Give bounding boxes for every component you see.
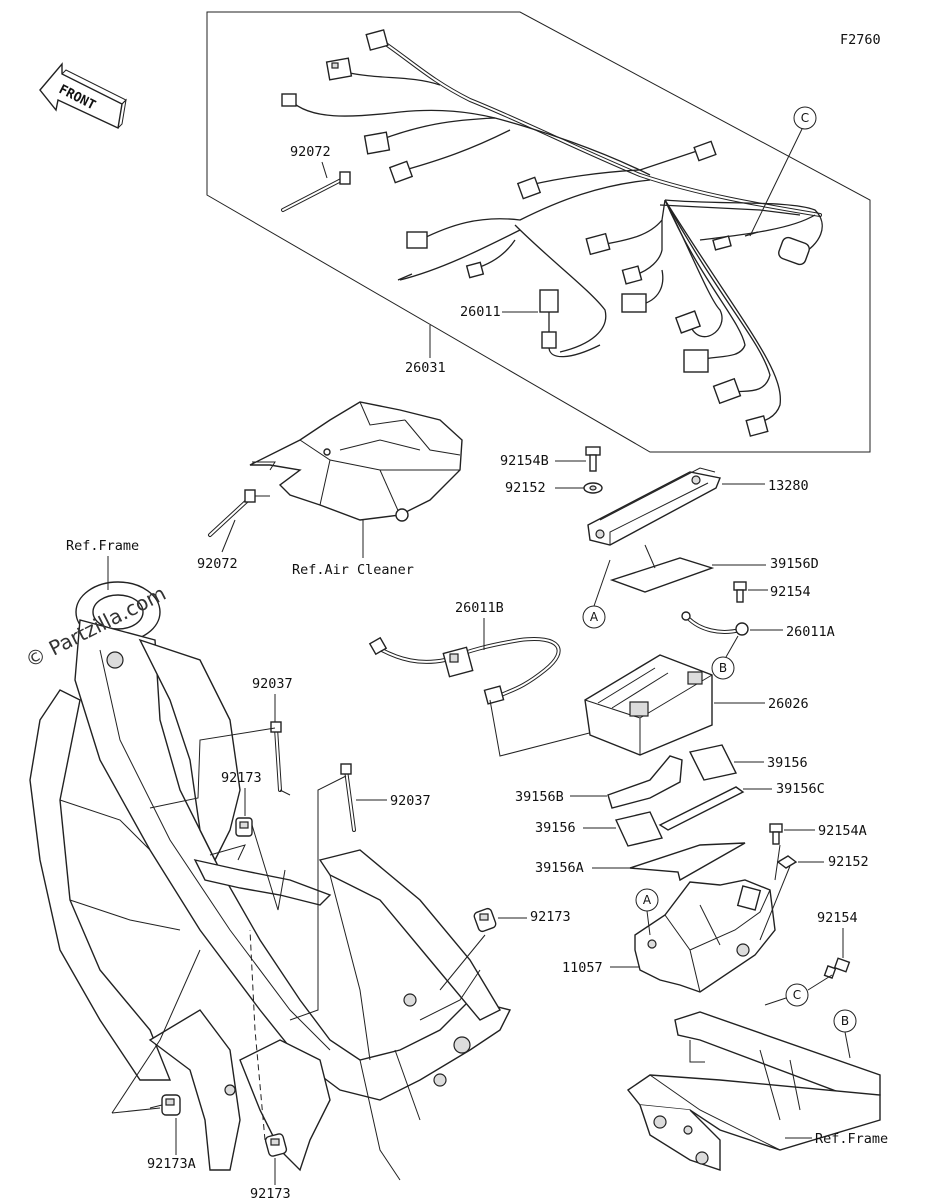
pad-39156C <box>658 786 745 831</box>
clamp-92173-bottom <box>264 1133 288 1157</box>
label-92037-mid: 92037 <box>390 793 431 809</box>
battery-26026 <box>584 654 713 756</box>
label-26031: 26031 <box>405 360 446 376</box>
label-39156B: 39156B <box>515 789 564 805</box>
label-39156-right: 39156 <box>767 755 808 771</box>
figure-code: F2760 <box>840 32 881 48</box>
bolt-92154B <box>585 446 601 472</box>
label-13280: 13280 <box>768 478 809 494</box>
pad-39156B <box>607 755 683 809</box>
label-39156-left: 39156 <box>535 820 576 836</box>
callout-a-bottom-text: A <box>643 893 652 907</box>
callout-c-top-text: C <box>801 111 809 125</box>
label-92072-top: 92072 <box>290 144 331 160</box>
main-frame-reference <box>29 581 512 1181</box>
label-26011A: 26011A <box>786 624 835 640</box>
label-92173-left: 92173 <box>221 770 262 786</box>
harness-labels: 92072 26011 26031 <box>290 144 538 376</box>
label-26026: 26026 <box>768 696 809 712</box>
callout-b-top-text: B <box>719 661 727 675</box>
label-92152-bottom: 92152 <box>828 854 869 870</box>
label-11057: 11057 <box>562 960 603 976</box>
label-39156C: 39156C <box>776 781 825 797</box>
band-92037-mid <box>340 763 356 832</box>
callout-b-top: B <box>711 635 739 680</box>
harness-group-outline <box>206 11 871 453</box>
main-wiring-harness <box>289 38 823 426</box>
bolt-92154A <box>769 823 783 845</box>
front-arrow-icon: FRONT <box>39 62 127 130</box>
bolt-92154-bottom <box>823 957 851 979</box>
label-39156A: 39156A <box>535 860 584 876</box>
label-92072-mid: 92072 <box>197 556 238 572</box>
battery-case-13280 <box>587 467 721 546</box>
label-92173A: 92173A <box>147 1156 196 1172</box>
callout-c-bottom: C <box>764 974 833 1007</box>
band-92037-top <box>270 721 291 796</box>
label-92173-bottom: 92173 <box>250 1186 291 1200</box>
rear-frame-reference <box>626 1011 881 1171</box>
pad-39156-left <box>615 811 663 847</box>
clamp-92173-left <box>235 817 253 837</box>
lead-26011B <box>368 636 561 705</box>
band-92072-mid <box>208 489 270 537</box>
air-cleaner-reference <box>249 401 463 522</box>
label-92154-top: 92154 <box>770 584 811 600</box>
washer-92152-bottom <box>776 855 798 869</box>
ref-frame-bottom: Ref.Frame <box>815 1131 888 1147</box>
ref-air-cleaner: Ref.Air Cleaner <box>292 562 414 578</box>
clamp-92173A <box>149 1094 181 1116</box>
callout-b-bottom: B <box>833 1009 857 1059</box>
label-92037-top: 92037 <box>252 676 293 692</box>
callout-c-top: C <box>749 106 817 237</box>
pad-39156-right <box>688 744 738 781</box>
label-92154B: 92154B <box>500 453 549 469</box>
bolt-92154-top <box>733 581 747 603</box>
label-92173-mid: 92173 <box>530 909 571 925</box>
label-92154A: 92154A <box>818 823 867 839</box>
label-26011: 26011 <box>460 304 501 320</box>
label-92154-bottom: 92154 <box>817 910 858 926</box>
label-26011B: 26011B <box>455 600 504 616</box>
lead-26011A <box>681 611 749 636</box>
callout-a-top-text: A <box>590 610 599 624</box>
callout-c-bottom-text: C <box>793 988 801 1002</box>
pad-39156A <box>629 842 746 882</box>
pad-39156D <box>609 557 715 593</box>
bracket-11057 <box>634 879 776 993</box>
harness-connectors <box>281 29 810 437</box>
label-39156D: 39156D <box>770 556 819 572</box>
ref-frame-top: Ref.Frame <box>66 538 139 554</box>
callout-a-top: A <box>582 559 611 629</box>
washer-92152-top <box>583 482 603 494</box>
relay-26011 <box>539 289 559 313</box>
callout-a-bottom: A <box>635 888 659 936</box>
label-92152-top: 92152 <box>505 480 546 496</box>
callout-b-bottom-text: B <box>841 1014 849 1028</box>
clamp-92173-mid <box>473 907 497 933</box>
